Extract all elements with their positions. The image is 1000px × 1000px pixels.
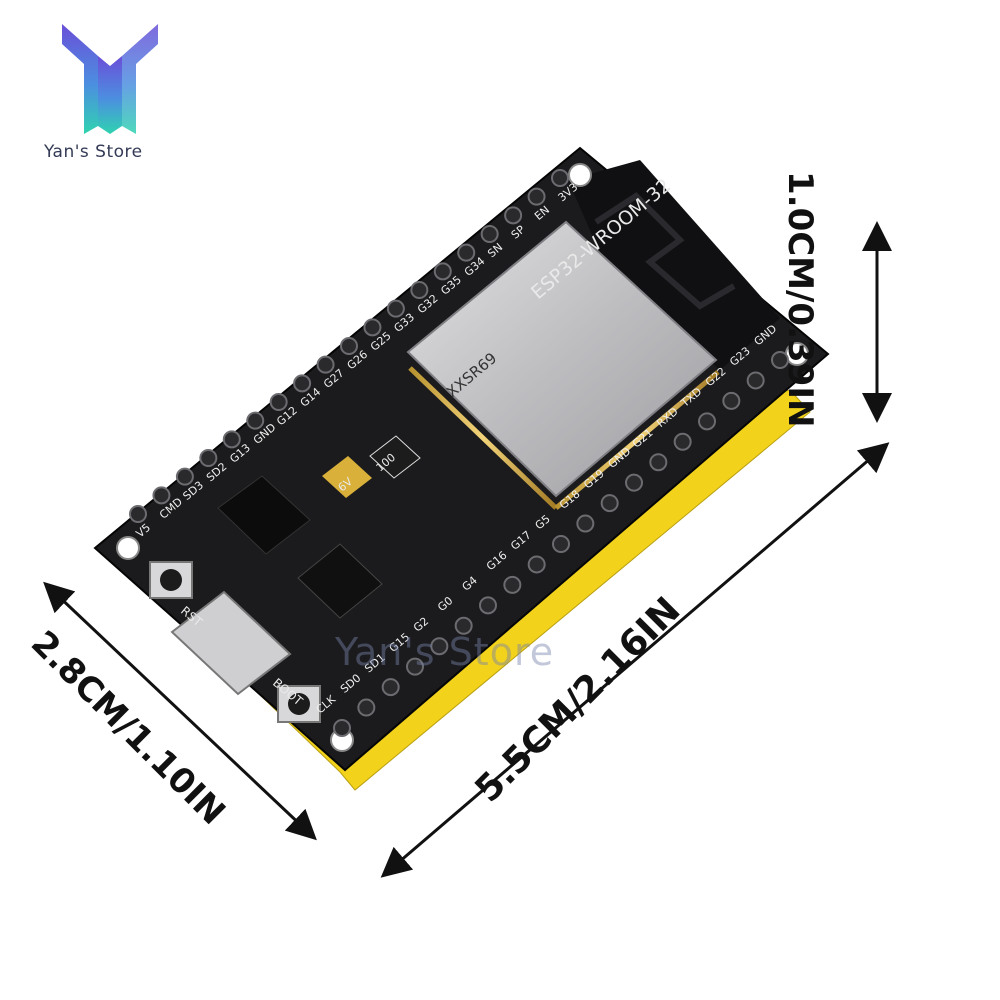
top-pin xyxy=(316,355,335,374)
top-pin xyxy=(433,262,452,281)
top-pin xyxy=(363,318,382,337)
antenna-area xyxy=(568,160,780,370)
store-logo-icon xyxy=(62,24,158,134)
top-pin xyxy=(152,486,171,505)
top-pin xyxy=(480,225,499,243)
width-arrow xyxy=(43,581,317,841)
bottom-pin xyxy=(722,391,741,410)
top-pin xyxy=(175,467,194,486)
bottom-pin xyxy=(357,698,376,717)
top-pin xyxy=(386,299,405,318)
top-pin xyxy=(457,243,476,262)
mount-hole xyxy=(116,536,140,560)
top-pin xyxy=(410,281,429,299)
height-dimension: 1.0CM/0.39IN xyxy=(780,171,820,428)
bottom-pin xyxy=(333,719,351,737)
bottom-pin xyxy=(771,351,789,369)
mount-hole xyxy=(568,163,592,187)
top-pin xyxy=(527,187,546,206)
antenna-trace xyxy=(594,192,736,310)
top-pin xyxy=(199,449,218,467)
store-name: Yan's Store xyxy=(44,142,143,162)
capacitor xyxy=(322,456,372,498)
top-pin xyxy=(246,411,265,430)
top-pin xyxy=(269,393,288,411)
top-pin xyxy=(222,430,241,449)
length-arrow xyxy=(380,442,890,878)
top-pin xyxy=(504,206,523,225)
top-pin xyxy=(293,374,312,393)
bottom-pin xyxy=(746,371,765,390)
store-watermark: Yan's Store xyxy=(335,630,555,674)
top-pin xyxy=(129,505,147,523)
bottom-pin xyxy=(698,412,716,431)
top-pin xyxy=(551,169,569,187)
top-pin xyxy=(340,337,358,355)
voltage-regulator xyxy=(217,475,311,555)
